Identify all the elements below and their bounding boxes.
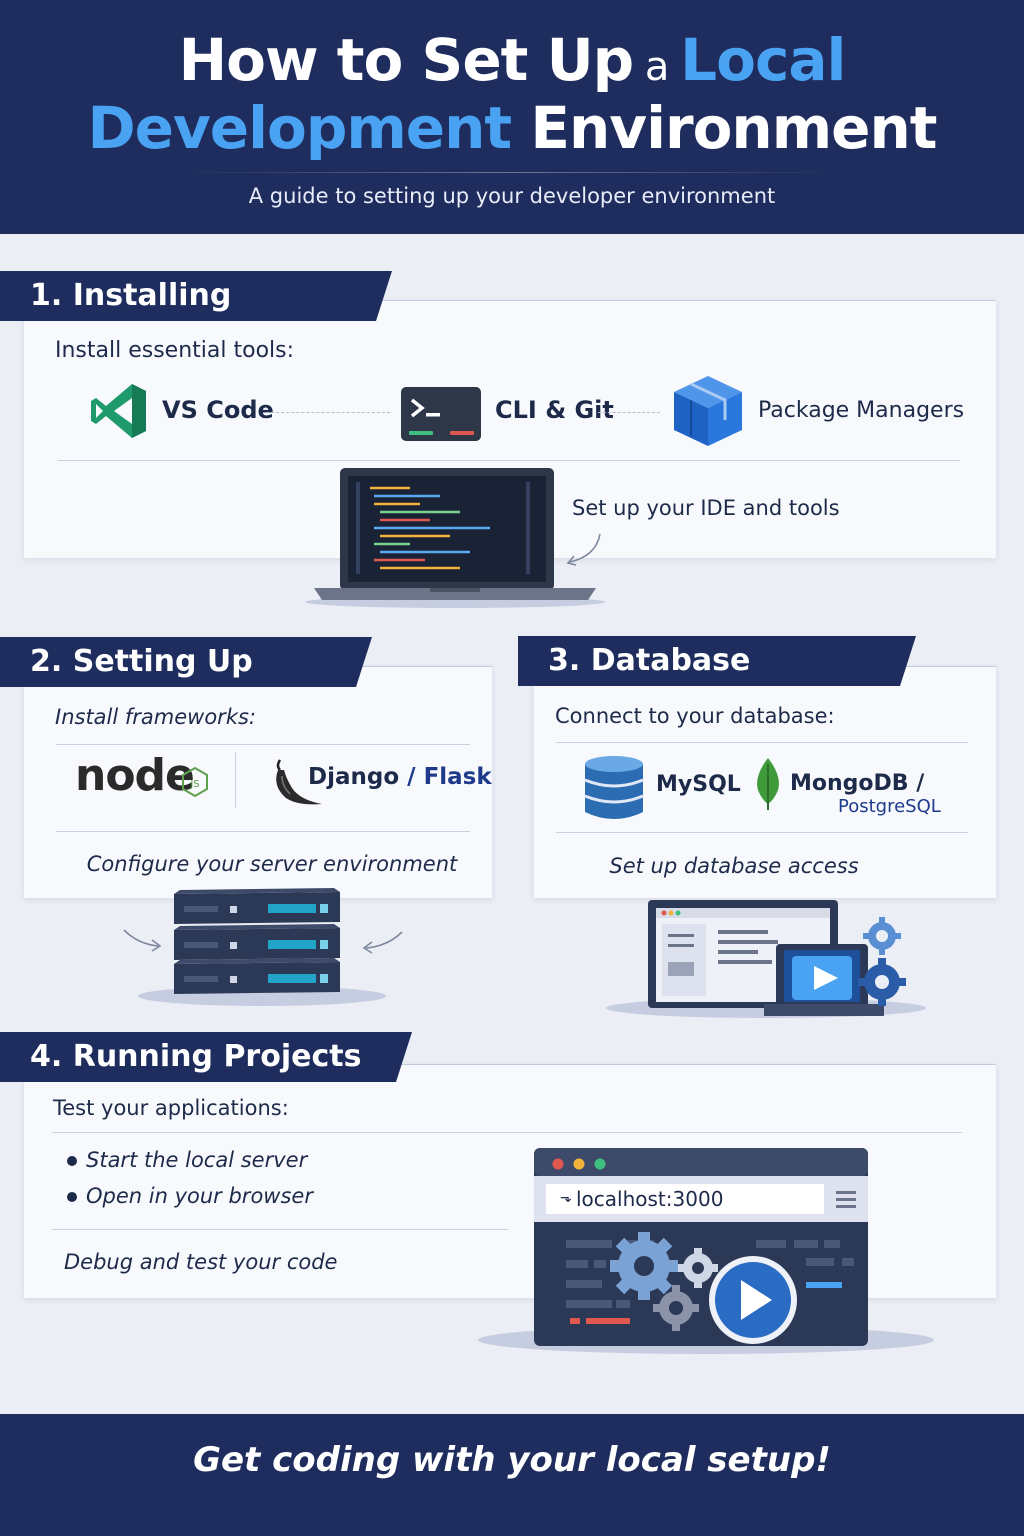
package-box-icon: [674, 376, 742, 446]
list-bullet: [67, 1192, 77, 1202]
section2-heading: 2. Setting Up Backend: [0, 637, 372, 687]
section3-tab-line: [900, 666, 996, 667]
section1-divider: [58, 460, 960, 461]
db-mysql-label: MySQL: [656, 772, 741, 797]
db-postgresql-label: PostgreSQL: [838, 796, 941, 817]
gear-icon: [858, 958, 906, 1006]
step-start-server: Start the local server: [86, 1148, 308, 1172]
footer-text: Get coding with your local setup!: [193, 1440, 831, 1480]
footer-banner: [0, 1414, 1024, 1536]
section4-divider-top: [52, 1132, 962, 1133]
nodejs-badge-icon: JS: [182, 766, 208, 798]
laptop-icon: [305, 468, 605, 608]
section1-heading: 1. Installing Software: [0, 271, 392, 321]
tool-vscode-label: VS Code: [162, 396, 274, 424]
section4-intro: Test your applications:: [53, 1096, 289, 1120]
svg-text:JS: JS: [189, 779, 199, 790]
db-mongodb-label: MongoDB /: [790, 771, 925, 796]
framework-separator: [235, 752, 236, 808]
play-icon: [709, 1256, 797, 1344]
section2-tab-line: [358, 666, 492, 667]
vscode-icon: [91, 384, 146, 438]
gear-icon: [863, 917, 901, 955]
page-title-line1: How to Set Up a Local: [178, 26, 847, 94]
section1-tab-line: [380, 300, 996, 301]
section1-intro: Install essential tools:: [55, 338, 295, 363]
tool-connector: [266, 412, 390, 413]
gear-icon: [653, 1285, 699, 1331]
browser-window-icon: [478, 1148, 934, 1354]
section4-heading: 4. Running Projects Locally: [0, 1032, 412, 1082]
section3-divider-bottom: [556, 832, 968, 833]
section2-intro: Install frameworks:: [55, 705, 256, 729]
section3-intro: Connect to your database:: [555, 704, 835, 728]
section3-divider-top: [556, 742, 968, 743]
section1-note: Set up your IDE and tools: [572, 496, 840, 520]
section3-heading: 3. Database Connection: [518, 636, 916, 686]
framework-django-flask: Django / Flask: [308, 764, 492, 790]
header-divider: [180, 172, 840, 173]
mongodb-leaf-icon: [757, 758, 779, 810]
tool-cli-git-label: CLI & Git: [495, 396, 614, 424]
django-pepper-icon: [276, 759, 322, 805]
section4-note: Debug and test your code: [64, 1250, 338, 1274]
page-subtitle: A guide to setting up your developer env…: [248, 184, 776, 208]
tool-connector: [598, 412, 660, 413]
section4-tab-line: [400, 1064, 996, 1065]
section4-divider-bottom: [52, 1229, 508, 1230]
gear-icon: [610, 1232, 678, 1300]
section2-divider-top: [56, 744, 470, 745]
page-title-line2: Development Environment: [87, 94, 938, 162]
cursor-icon: ⬎: [560, 1190, 572, 1206]
database-cylinder-icon: [584, 756, 644, 819]
nodejs-icon: node: [75, 750, 195, 801]
terminal-icon: [401, 387, 481, 441]
gear-icon: [678, 1248, 718, 1288]
section2-divider-bottom: [56, 831, 470, 832]
browser-url-bar[interactable]: localhost:3000: [576, 1187, 724, 1211]
section3-note: Set up database access: [609, 854, 859, 878]
monitor-icon: [606, 900, 926, 1018]
section2-note: Configure your server environment: [86, 852, 458, 876]
curved-arrow-icon: [566, 533, 601, 566]
section2-card: [24, 666, 492, 898]
server-stack-icon: [123, 888, 403, 1006]
header-banner: [0, 0, 1024, 234]
list-bullet: [67, 1156, 77, 1166]
tool-package-managers-label: Package Managers: [758, 398, 965, 423]
step-open-browser: Open in your browser: [86, 1184, 313, 1208]
